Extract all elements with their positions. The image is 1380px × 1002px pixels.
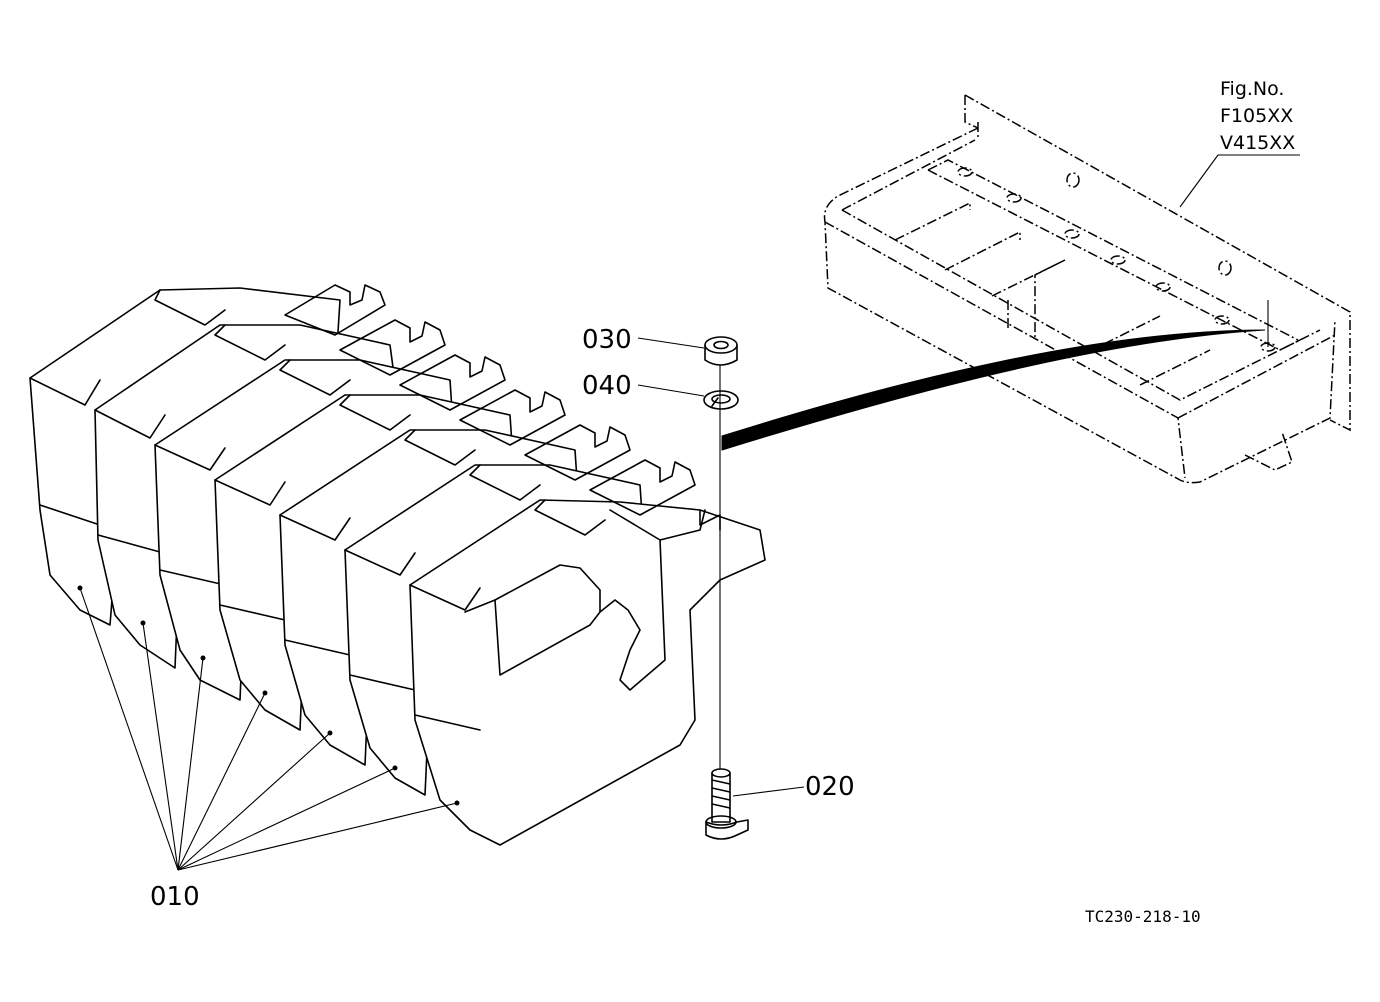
drawing-reference: TC230-218-10: [1085, 907, 1201, 926]
lock-washer-040: [637, 384, 739, 410]
callout-leaders-010: [79, 587, 458, 871]
figure-reference: Fig.No. F105XX V415XX: [1179, 78, 1300, 208]
fig-label: Fig.No.: [1220, 78, 1284, 100]
bolt-020: [705, 768, 805, 840]
fig-number-1: F105XX: [1220, 105, 1293, 127]
nut-030: [637, 336, 738, 366]
callout-label-030: 030: [582, 325, 632, 355]
bracket-bolt-holes: [957, 167, 1276, 352]
callout-label-020: 020: [805, 772, 855, 802]
callout-label-040: 040: [582, 371, 632, 401]
fig-number-2: V415XX: [1220, 132, 1295, 154]
assembly-connector: [721, 329, 1266, 451]
weight-lugs: [284, 284, 696, 516]
weight-stack: [29, 284, 766, 871]
front-weight-bracket: [823, 94, 1351, 484]
weight-plate-7: [409, 499, 766, 846]
callout-label-010: 010: [150, 882, 200, 912]
